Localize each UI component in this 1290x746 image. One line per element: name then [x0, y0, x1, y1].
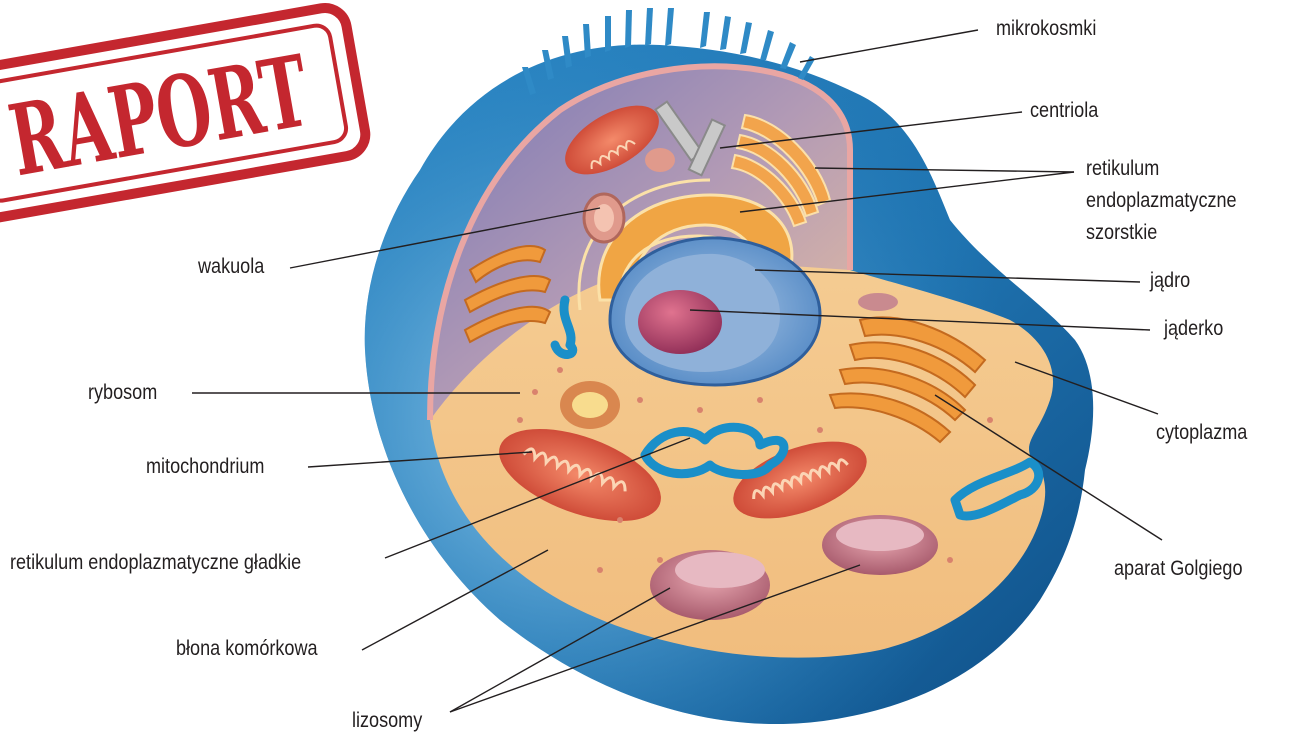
label-retikulum-szorstkie: retikulum endoplazmatyczne szorstkie — [1086, 156, 1261, 234]
label-lizosomy: lizosomy — [352, 708, 422, 734]
label-rybosom: rybosom — [88, 380, 157, 406]
raport-stamp: RAPORT — [0, 5, 369, 222]
label-centriola: centriola — [1030, 98, 1098, 124]
label-mitochondrium: mitochondrium — [146, 454, 264, 480]
label-retikulum-szorstkie-line3: szorstkie — [1086, 220, 1237, 246]
label-blona: błona komórkowa — [176, 636, 318, 662]
label-aparat-golgiego: aparat Golgiego — [1114, 556, 1243, 582]
label-retikulum-szorstkie-line2: endoplazmatyczne — [1086, 188, 1237, 214]
label-retikulum-szorstkie-line1: retikulum — [1086, 156, 1237, 182]
label-cytoplazma: cytoplazma — [1156, 420, 1247, 446]
label-mikrokosmki: mikrokosmki — [996, 16, 1096, 42]
nucleolus — [638, 290, 722, 354]
label-jadro: jądro — [1150, 268, 1190, 294]
label-retikulum-gladkie: retikulum endoplazmatyczne gładkie — [10, 550, 301, 576]
label-jaderko: jąderko — [1164, 316, 1223, 342]
label-wakuola: wakuola — [198, 254, 264, 280]
leader-mikrokosmki — [800, 30, 978, 62]
